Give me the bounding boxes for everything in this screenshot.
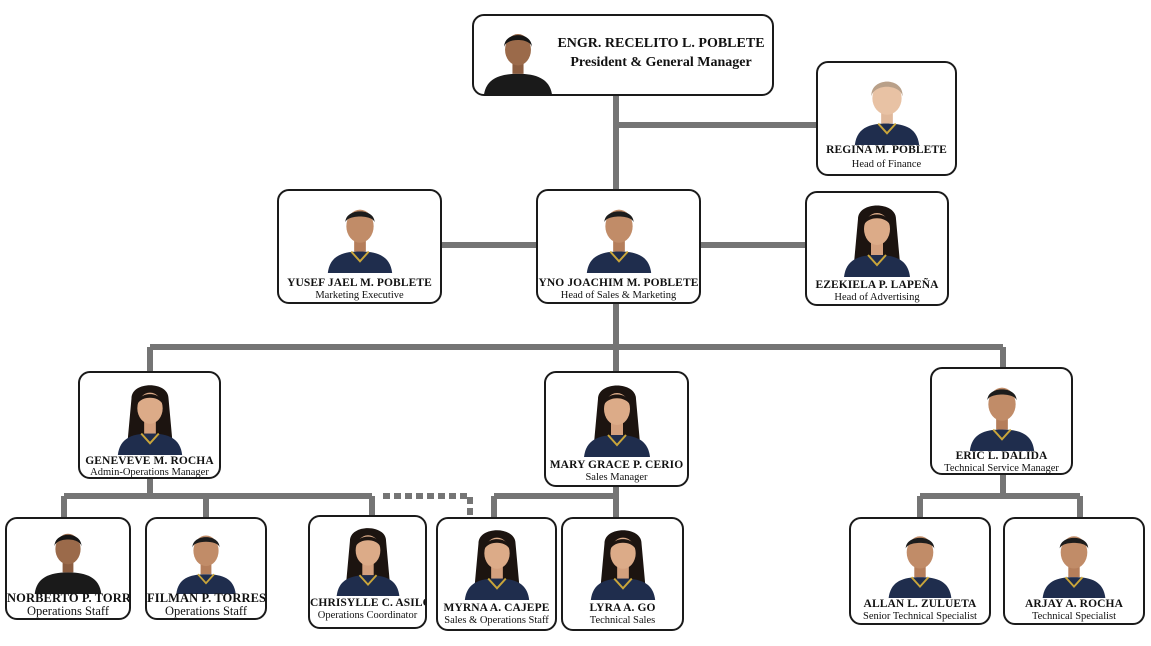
node-president[interactable]: ENGR. RECELITO L. POBLETE President & Ge… <box>472 14 774 96</box>
finance-name: REGINA M. POBLETE <box>826 144 947 156</box>
sales-ops-photo <box>460 522 534 602</box>
ops-coord-role: Operations Coordinator <box>317 610 418 621</box>
president-name: ENGR. RECELITO L. POBLETE <box>557 36 765 51</box>
node-sales-ops[interactable]: MYRNA A. CAJEPE Sales & Operations Staff <box>436 517 557 631</box>
node-sr-tech[interactable]: ALLAN L. ZULUETA Senior Technical Specia… <box>849 517 991 625</box>
sr-tech-role: Senior Technical Specialist <box>863 611 977 622</box>
ops-staff-1-name: NORBERTO P. TORRES <box>7 591 131 605</box>
node-finance[interactable]: REGINA M. POBLETE Head of Finance <box>816 61 957 176</box>
ops-coord-photo <box>331 520 405 600</box>
sales-marketing-role: Head of Sales & Marketing <box>560 290 677 301</box>
ops-staff-1-role: Operations Staff <box>26 604 110 618</box>
president-photo <box>482 22 554 96</box>
admin-ops-photo <box>113 377 187 457</box>
node-ops-coord[interactable]: CHRISYLLE C. ASILO Operations Coordinato… <box>308 515 427 629</box>
ops-staff-1-photo <box>31 522 105 602</box>
sales-ops-role: Sales & Operations Staff <box>444 615 549 626</box>
node-tech-mgr[interactable]: ERIC L. DALIDA Technical Service Manager <box>930 367 1073 475</box>
tech-sales-name: LYRA A. GO <box>589 602 656 614</box>
advertising-name: EZEKIELA P. LAPEÑA <box>815 279 939 291</box>
admin-ops-name: GENEVEVE M. ROCHA <box>85 455 214 467</box>
tech-mgr-role: Technical Service Manager <box>944 463 1059 474</box>
marketing-exec-role: Marketing Executive <box>315 290 404 301</box>
tech-spec-role: Technical Specialist <box>1031 611 1117 622</box>
sales-mgr-name: MARY GRACE P. CERIO <box>549 459 684 471</box>
ops-coord-name: CHRISYLLE C. ASILO <box>310 597 427 609</box>
marketing-exec-photo <box>323 195 397 275</box>
admin-ops-role: Admin-Operations Manager <box>90 467 209 478</box>
president-role: President & General Manager <box>570 55 752 70</box>
ops-staff-2-role: Operations Staff <box>164 604 248 618</box>
ops-staff-2-photo <box>169 522 243 602</box>
tech-mgr-photo <box>965 373 1039 453</box>
finance-photo <box>850 67 924 147</box>
node-tech-sales[interactable]: LYRA A. GO Technical Sales <box>561 517 684 631</box>
sales-mgr-photo <box>580 377 654 457</box>
finance-role: Head of Finance <box>851 159 922 170</box>
node-sales-mgr[interactable]: MARY GRACE P. CERIO Sales Manager <box>544 371 689 487</box>
tech-mgr-name: ERIC L. DALIDA <box>955 450 1048 462</box>
node-admin-ops[interactable]: GENEVEVE M. ROCHA Admin-Operations Manag… <box>78 371 221 479</box>
node-tech-spec[interactable]: ARJAY A. ROCHA Technical Specialist <box>1003 517 1145 625</box>
sales-marketing-photo <box>582 195 656 275</box>
tech-sales-role: Technical Sales <box>589 615 656 626</box>
tech-sales-photo <box>586 522 660 602</box>
advertising-role: Head of Advertising <box>834 292 920 303</box>
sales-ops-name: MYRNA A. CAJEPE <box>443 602 550 614</box>
sales-marketing-name: YNO JOACHIM M. POBLETE <box>538 277 699 289</box>
connector-dotted-coord-sales <box>383 493 473 518</box>
tech-spec-name: ARJAY A. ROCHA <box>1025 598 1123 610</box>
tech-spec-photo <box>1037 522 1111 602</box>
advertising-photo <box>840 197 914 277</box>
sales-mgr-role: Sales Manager <box>585 472 648 483</box>
marketing-exec-name: YUSEF JAEL M. POBLETE <box>287 277 432 289</box>
sr-tech-photo <box>883 522 957 602</box>
node-ops-staff-2[interactable]: FILMAN P. TORRES Operations Staff <box>145 517 267 620</box>
node-marketing-exec[interactable]: YUSEF JAEL M. POBLETE Marketing Executiv… <box>277 189 442 304</box>
ops-staff-2-name: FILMAN P. TORRES <box>147 591 267 605</box>
sr-tech-name: ALLAN L. ZULUETA <box>863 598 977 610</box>
node-ops-staff-1[interactable]: NORBERTO P. TORRES Operations Staff <box>5 517 131 620</box>
node-sales-marketing[interactable]: YNO JOACHIM M. POBLETE Head of Sales & M… <box>536 189 701 304</box>
node-advertising[interactable]: EZEKIELA P. LAPEÑA Head of Advertising <box>805 191 949 306</box>
